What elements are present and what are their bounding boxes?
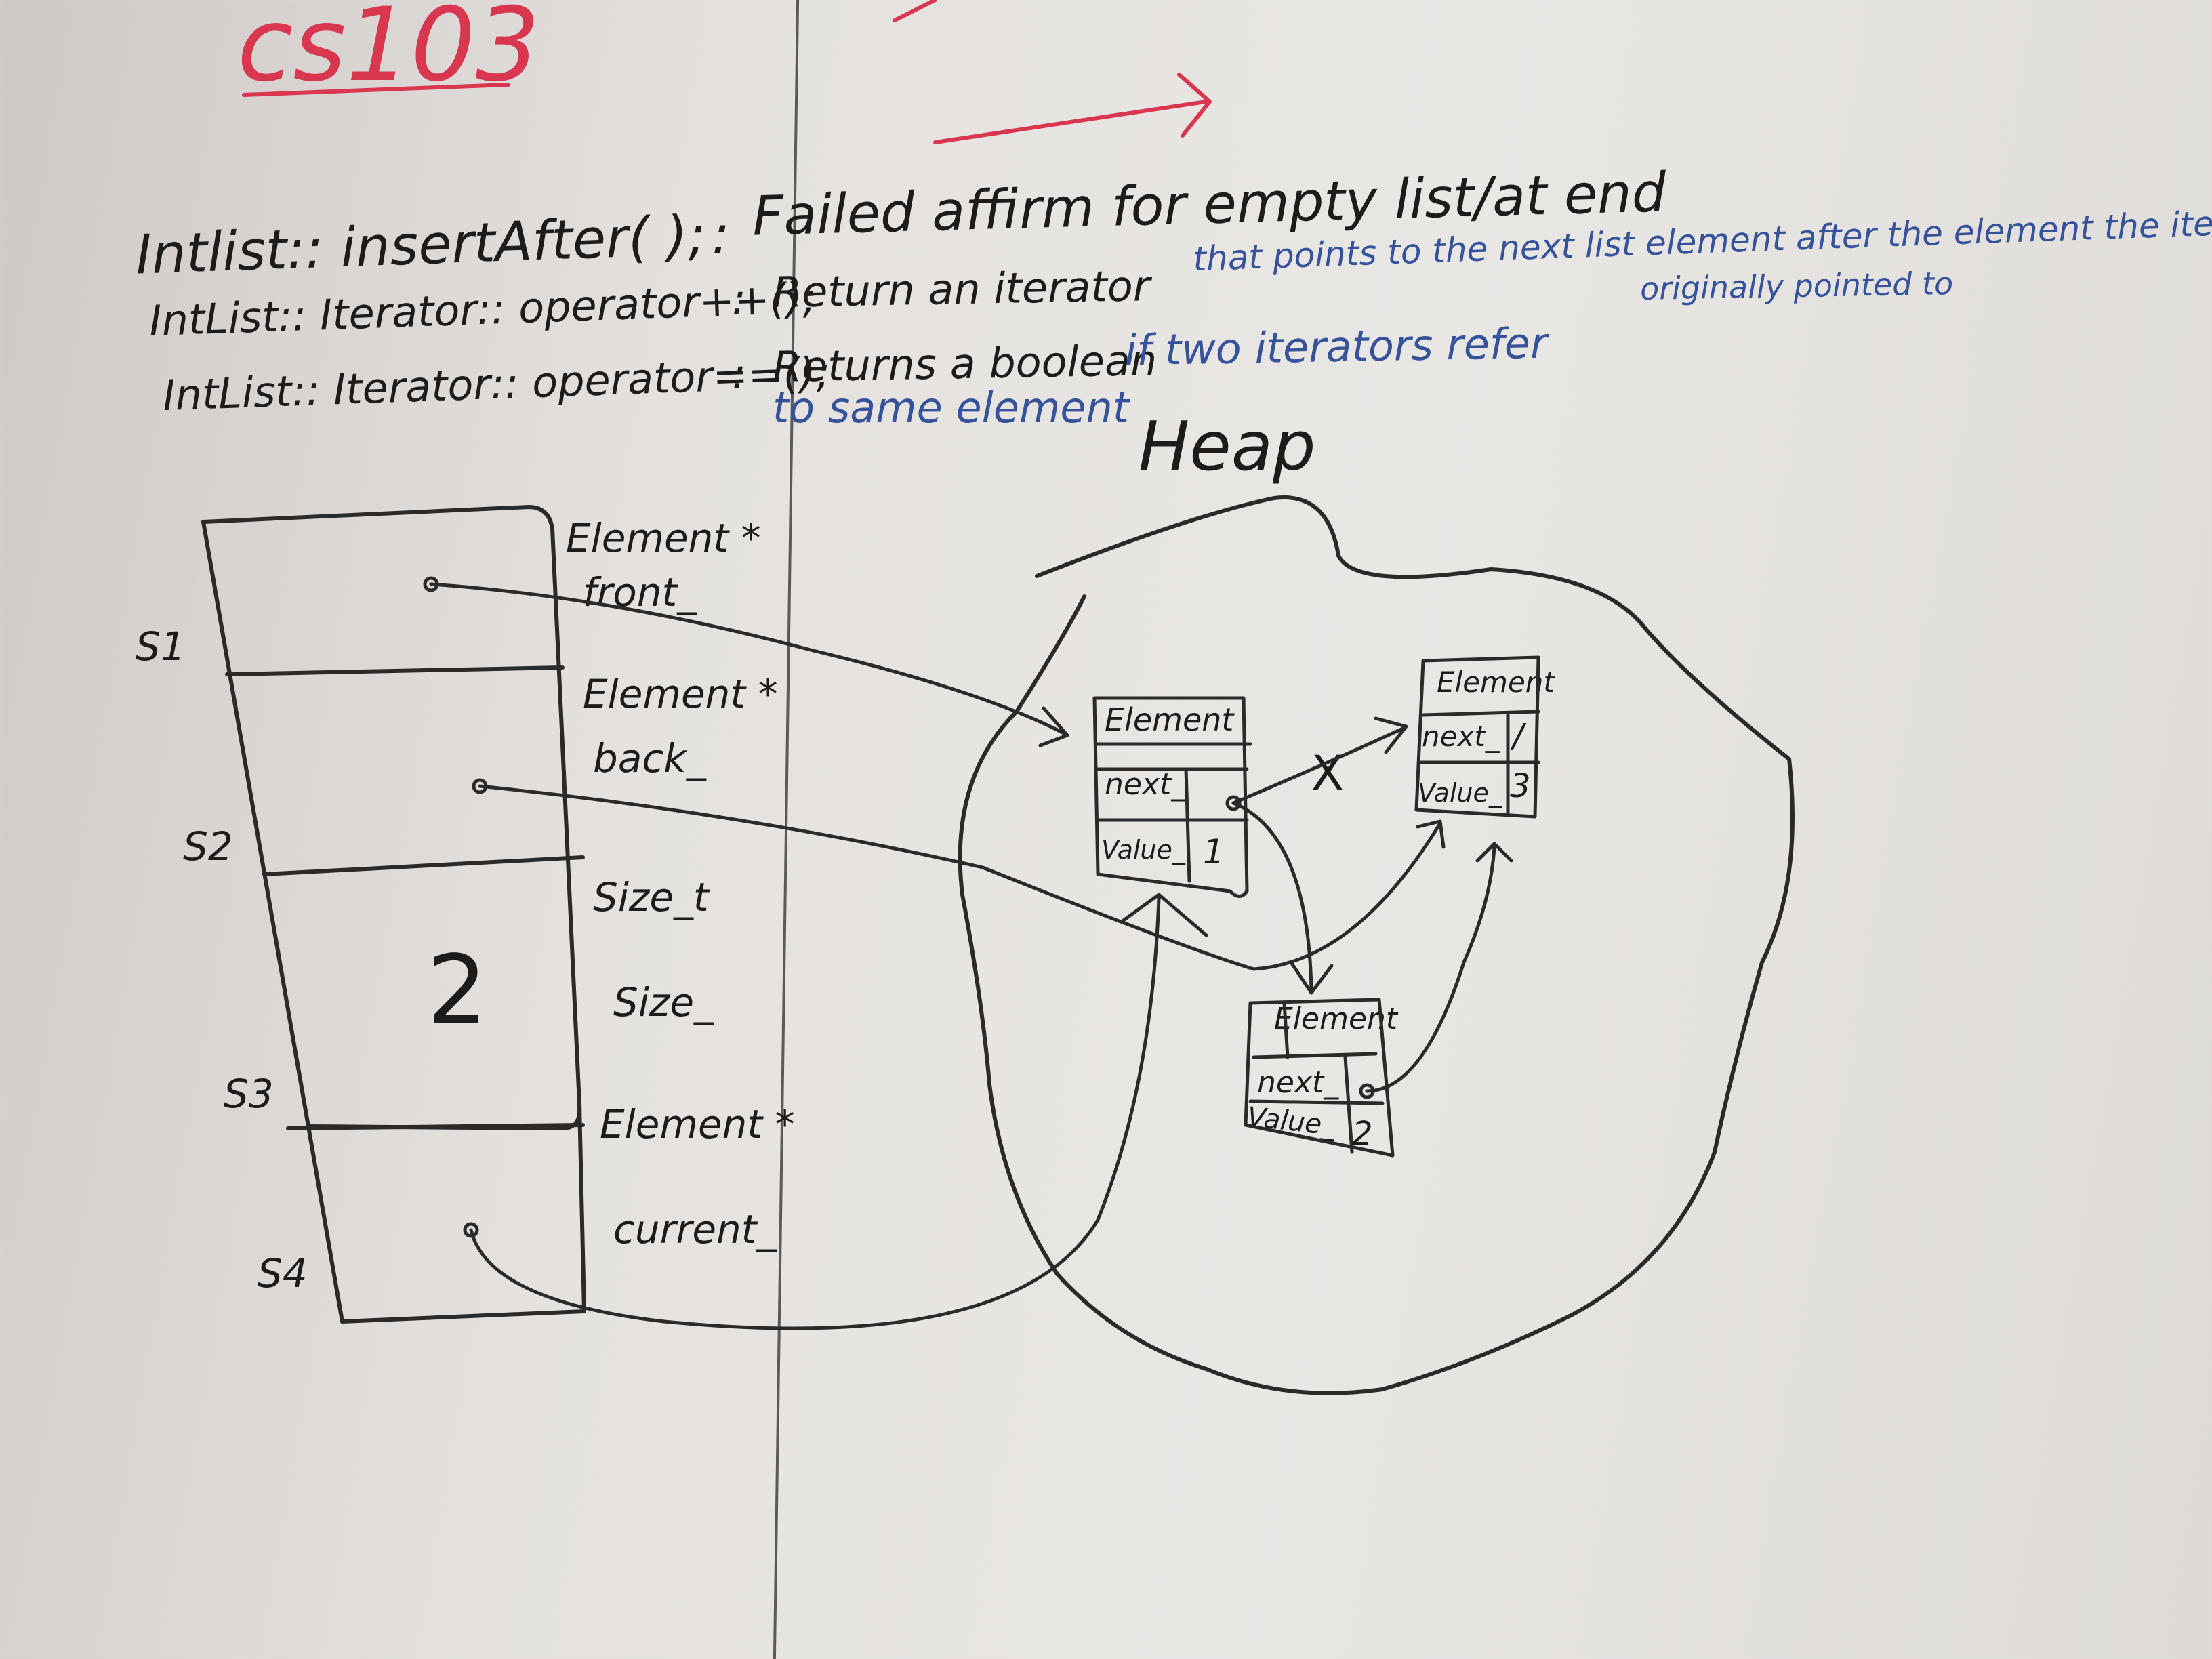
slot-label-s4: S4 — [258, 1250, 308, 1296]
node-1-box — [1092, 696, 1252, 898]
slot-label-s2: S2 — [183, 823, 233, 869]
node-2-value-label: Value_ — [1418, 778, 1502, 808]
func-3-separator: : — [732, 349, 746, 398]
pointer-dots — [423, 576, 1375, 1238]
node-1-value: 1 — [1203, 832, 1225, 872]
field-front-name: front_ — [583, 569, 697, 615]
field-current-type: Element * — [600, 1101, 795, 1147]
field-size-name: Size_ — [613, 979, 714, 1025]
node-2-next-label: next_ — [1422, 720, 1500, 753]
field-back-name: back_ — [593, 735, 706, 781]
node-3-next-label: next_ — [1257, 1065, 1339, 1100]
func-3-continuation-blue: to same element — [773, 383, 1130, 432]
stack-frame — [201, 505, 586, 1324]
field-front-type: Element * — [566, 515, 761, 561]
heap-arrows — [1231, 716, 1513, 1093]
crossed-out-mark: X — [1311, 745, 1344, 801]
node-1-next-label: next_ — [1105, 767, 1187, 802]
node-1-value-label: Value_ — [1101, 835, 1185, 865]
node-1-title: Element — [1105, 701, 1234, 738]
field-back-type: Element * — [583, 671, 778, 717]
func-2-separator: : — [732, 274, 746, 324]
heap-blob — [958, 495, 1795, 1395]
red-arrow — [242, 0, 1212, 144]
node-3-box — [1244, 998, 1395, 1158]
field-current-name: current_ — [613, 1206, 777, 1252]
heap-label: Heap — [1139, 407, 1316, 486]
node-2-box — [1414, 655, 1540, 819]
pointer-arrows — [429, 582, 1446, 1330]
node-2-next-value: / — [1513, 717, 1524, 755]
field-size-value: 2 — [427, 935, 488, 1046]
field-size-type: Size_t — [593, 874, 709, 920]
node-3-title: Element — [1274, 1002, 1398, 1036]
slot-label-s3: S3 — [224, 1071, 274, 1117]
node-2-title: Element — [1437, 665, 1555, 699]
node-2-value: 3 — [1510, 767, 1531, 805]
func-1-separator: : — [712, 203, 730, 266]
slot-label-s1: S1 — [136, 623, 186, 670]
